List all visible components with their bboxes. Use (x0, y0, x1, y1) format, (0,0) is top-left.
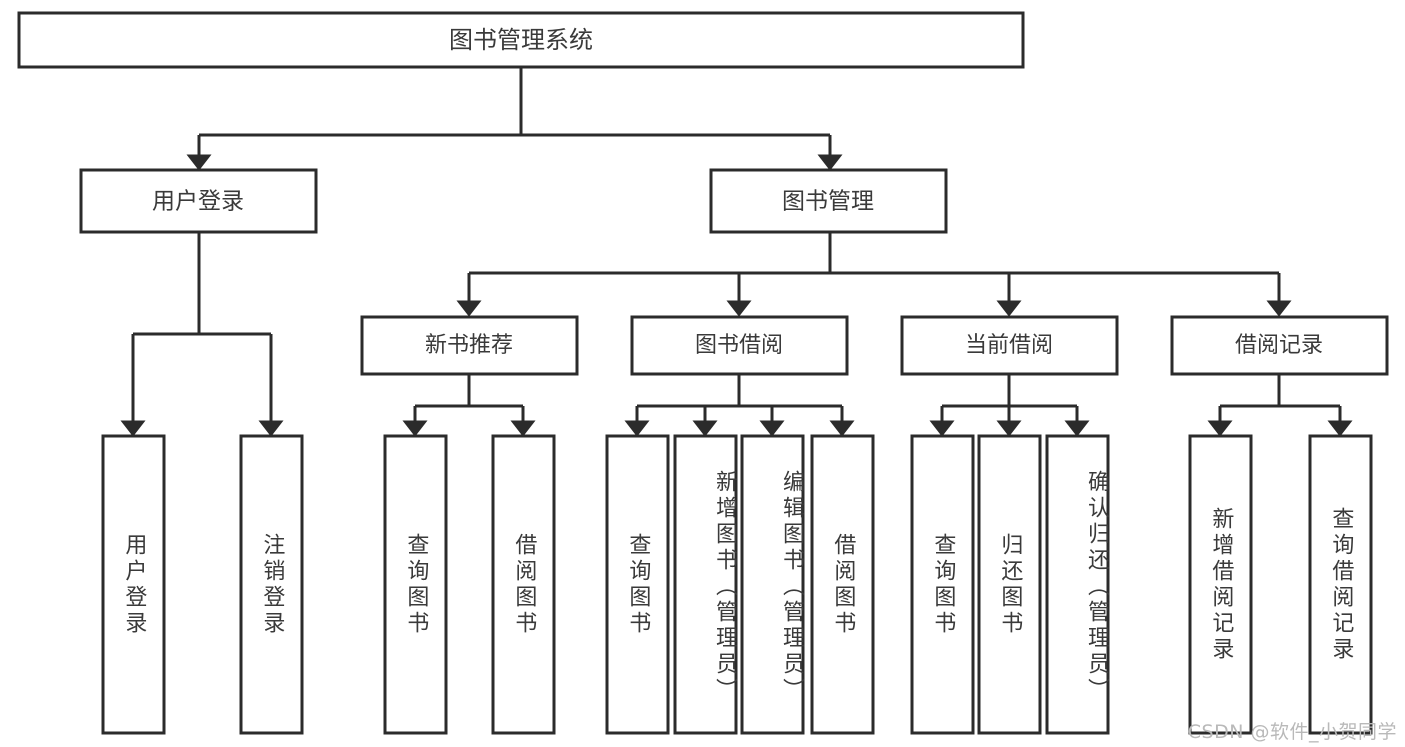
leaf-box-user-login[interactable] (101, 434, 166, 735)
connector-book-manage-to-level2 (456, 232, 1292, 317)
leaf-box-query-record[interactable] (1308, 434, 1373, 735)
node-user-login[interactable]: 用户登录 (79, 168, 318, 234)
leaf-box-query-book-3[interactable] (910, 434, 975, 735)
connector-user-login-to-leaves (120, 232, 284, 437)
node-root-label: 图书管理系统 (449, 26, 593, 54)
connector-current-borrow-to-leaves (929, 374, 1090, 437)
node-root[interactable]: 图书管理系统 (17, 11, 1025, 69)
leaf-box-query-book-2[interactable] (605, 434, 670, 735)
leaf-box-add-record[interactable] (1188, 434, 1253, 735)
leaf-box-return-book[interactable] (977, 434, 1042, 735)
leaf-box-add-book[interactable] (673, 434, 738, 735)
node-book-manage[interactable]: 图书管理 (709, 168, 948, 234)
connector-root-to-level1 (186, 67, 843, 171)
connector-new-book-rec-to-leaves (402, 374, 536, 437)
node-user-login-label: 用户登录 (152, 189, 244, 215)
node-new-book-rec[interactable]: 新书推荐 (360, 315, 579, 376)
csdn-watermark: CSDN @软件_小贺同学 (1187, 721, 1397, 743)
node-borrow-record-label: 借阅记录 (1235, 333, 1323, 358)
leaf-box-borrow-book-2[interactable] (810, 434, 875, 735)
leaf-box-edit-book[interactable] (740, 434, 805, 735)
node-book-borrow[interactable]: 图书借阅 (630, 315, 849, 376)
leaf-box-query-book-1[interactable] (383, 434, 448, 735)
node-new-book-rec-label: 新书推荐 (425, 333, 513, 358)
leaf-box-borrow-book-1[interactable] (491, 434, 556, 735)
leaf-box-user-logout[interactable] (239, 434, 304, 735)
node-borrow-record[interactable]: 借阅记录 (1170, 315, 1389, 376)
node-current-borrow[interactable]: 当前借阅 (900, 315, 1119, 376)
connector-borrow-record-to-leaves (1207, 374, 1353, 437)
node-book-manage-label: 图书管理 (782, 189, 874, 215)
node-current-borrow-label: 当前借阅 (965, 333, 1053, 358)
leaf-box-confirm-return[interactable] (1045, 434, 1110, 735)
connector-book-borrow-to-leaves (624, 374, 855, 437)
node-book-borrow-label: 图书借阅 (695, 333, 783, 358)
